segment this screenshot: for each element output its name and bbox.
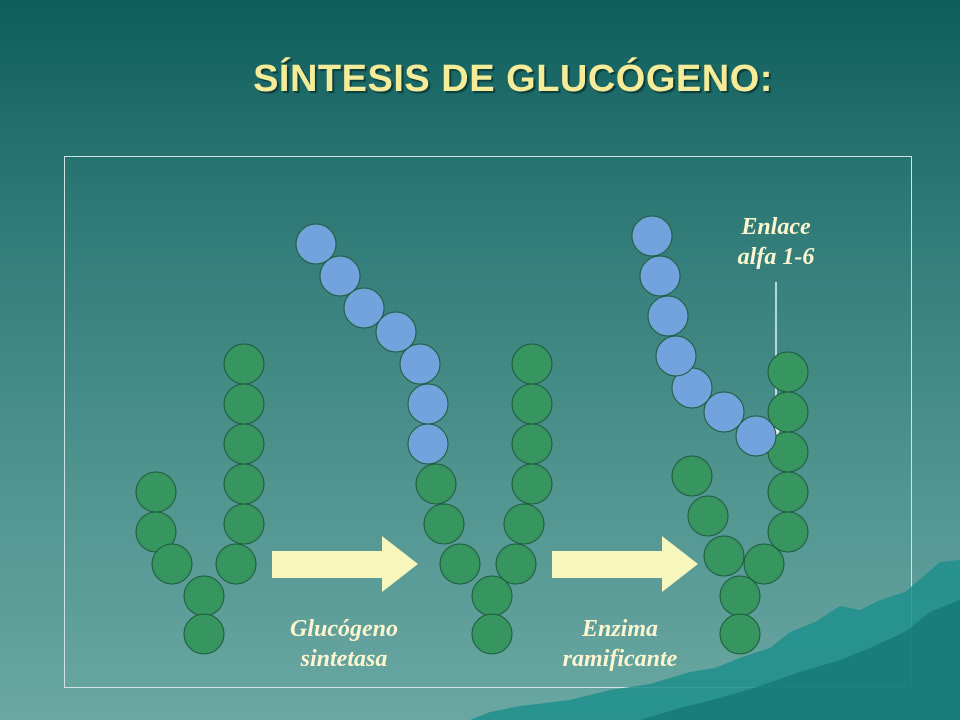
glucose-unit [671, 455, 713, 497]
glucose-units [135, 215, 809, 655]
glucose-unit-new [343, 287, 385, 329]
glucose-unit-new [655, 335, 697, 377]
glucose-unit [503, 503, 545, 545]
glucose-unit [687, 495, 729, 537]
glucose-unit-new [631, 215, 673, 257]
glucose-unit [439, 543, 481, 585]
glucose-unit [415, 463, 457, 505]
label-alpha-bond-line1: Enlace [741, 214, 811, 240]
glucose-unit [471, 613, 513, 655]
glucose-unit-new [399, 343, 441, 385]
glucose-unit [743, 543, 785, 585]
glucose-unit [215, 543, 257, 585]
glucose-unit [223, 463, 265, 505]
glucose-unit [703, 535, 745, 577]
glucose-unit [511, 463, 553, 505]
glucose-unit [495, 543, 537, 585]
glucose-unit-new [703, 391, 745, 433]
label-branching-enzyme-line1: Enzima [581, 616, 659, 642]
glycogen-branched [631, 215, 809, 655]
glucose-unit [719, 575, 761, 617]
glucose-unit [223, 383, 265, 425]
glucose-unit-new [375, 311, 417, 353]
diagram-frame [64, 156, 912, 688]
glucose-unit-new [295, 223, 337, 265]
glucose-unit [511, 343, 553, 385]
label-glycogen-synthase: Glucógeno sintetasa [254, 614, 434, 674]
glucose-unit [151, 543, 193, 585]
arrow-glycogen-synthase [272, 536, 418, 592]
glucose-unit [511, 423, 553, 465]
glycogen-initial [135, 343, 265, 655]
glucose-unit [183, 613, 225, 655]
glucose-unit [223, 423, 265, 465]
label-alpha-1-6-bond: Enlace alfa 1-6 [706, 212, 846, 272]
label-glycogen-synthase-line1: Glucógeno [290, 616, 398, 642]
glucose-unit [767, 351, 809, 393]
glucose-unit [135, 471, 177, 513]
arrow-branching-enzyme [552, 536, 698, 592]
slide-title: SÍNTESIS DE GLUCÓGENO: [253, 58, 773, 100]
glucose-unit-new [647, 295, 689, 337]
glucose-unit [223, 503, 265, 545]
glucose-unit-new [407, 383, 449, 425]
glucose-unit [767, 471, 809, 513]
glucose-unit [767, 511, 809, 553]
glucose-unit [767, 391, 809, 433]
glucose-unit-new [735, 415, 777, 457]
decorative-rock-shade [640, 600, 960, 720]
glycogen-elongated [295, 223, 553, 655]
glucose-unit-new [319, 255, 361, 297]
label-branching-enzyme: Enzima ramificante [530, 614, 710, 674]
glucose-unit [719, 613, 761, 655]
label-branching-enzyme-line2: ramificante [562, 646, 678, 672]
glucose-unit [471, 575, 513, 617]
glucose-unit-new [407, 423, 449, 465]
glucose-unit [511, 383, 553, 425]
glucose-unit [223, 343, 265, 385]
glucose-unit [423, 503, 465, 545]
glucose-unit [183, 575, 225, 617]
label-alpha-bond-line2: alfa 1-6 [737, 244, 815, 270]
label-glycogen-synthase-line2: sintetasa [300, 646, 388, 672]
glucose-unit-new [639, 255, 681, 297]
